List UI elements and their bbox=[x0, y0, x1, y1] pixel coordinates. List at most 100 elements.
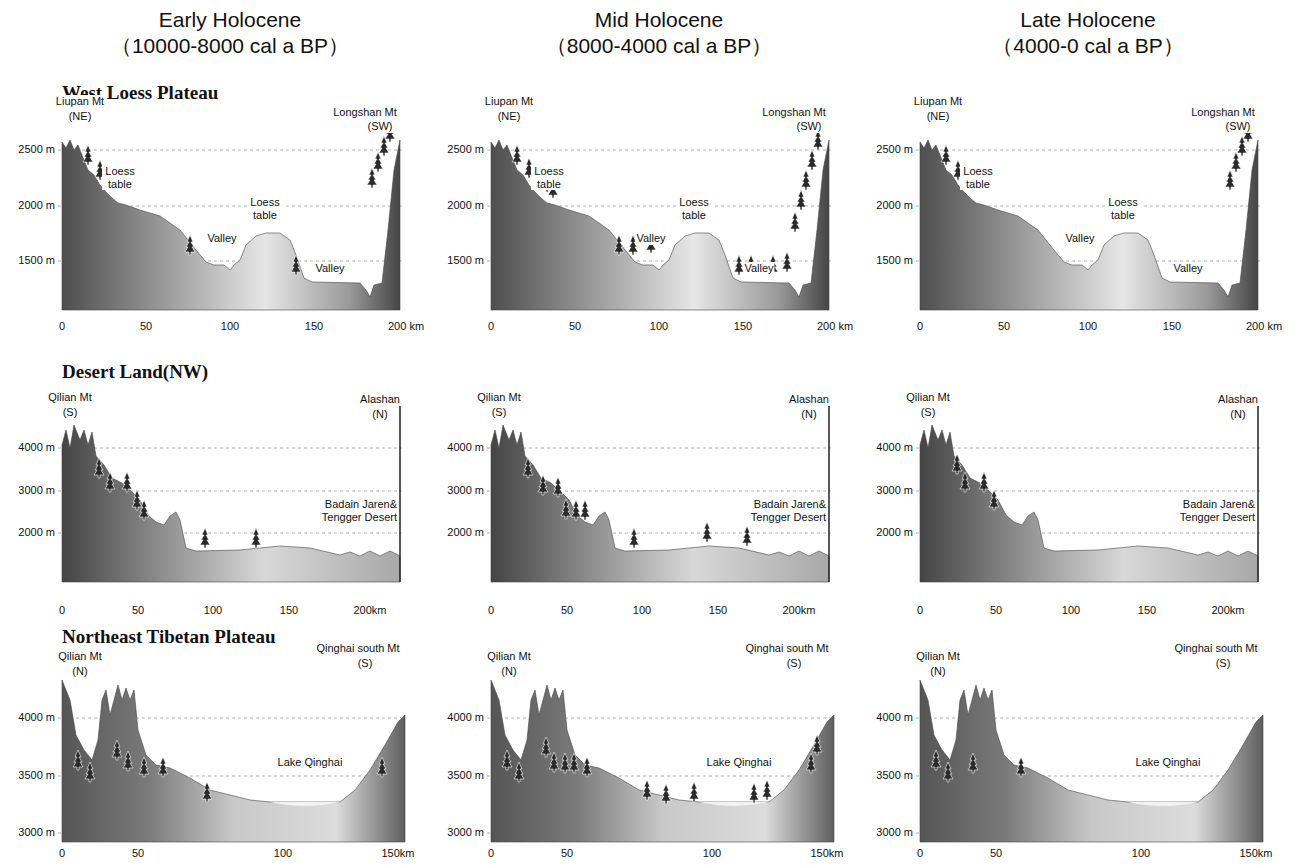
place-label: (N) bbox=[500, 665, 517, 678]
tree-symbol bbox=[807, 150, 817, 170]
place-label: Badain Jaren& Tengger Desert bbox=[739, 498, 827, 523]
column-heading: （8000-4000 cal a BP） bbox=[546, 34, 772, 58]
tree-symbol bbox=[83, 145, 93, 165]
tree-symbol bbox=[560, 753, 570, 773]
place-label: Longshan Mt bbox=[332, 106, 398, 119]
edge-line bbox=[828, 400, 830, 582]
axis-label: 50 bbox=[569, 320, 581, 333]
place-label: (SW) bbox=[795, 120, 822, 133]
axis-label: 4000 m bbox=[447, 711, 484, 724]
tree-symbol bbox=[806, 753, 816, 773]
cross-section bbox=[58, 400, 402, 582]
tree-symbol bbox=[553, 477, 563, 497]
place-label: Loess table bbox=[102, 165, 138, 190]
place-label: Valley bbox=[206, 232, 237, 245]
tree-symbol bbox=[952, 454, 962, 474]
place-label: Alashan bbox=[788, 393, 830, 406]
place-label: Liupan Mt bbox=[484, 95, 534, 108]
tree-symbol bbox=[123, 751, 133, 771]
place-label: Loess table bbox=[247, 196, 283, 221]
axis-label: 0 bbox=[488, 320, 494, 333]
axis-label: 2500 m bbox=[18, 143, 55, 156]
tree-symbol bbox=[185, 235, 195, 255]
tree-symbol bbox=[629, 528, 639, 548]
place-label: Valley bbox=[1172, 262, 1203, 275]
place-label: (N) bbox=[929, 665, 946, 678]
elevation-gridline bbox=[487, 150, 831, 151]
tree-symbol bbox=[112, 740, 122, 760]
tree-symbol bbox=[569, 753, 579, 773]
axis-label: 150km bbox=[810, 847, 843, 860]
place-label: Qilian Mt bbox=[476, 391, 521, 404]
axis-label: 200 km bbox=[817, 320, 853, 333]
cross-section bbox=[58, 122, 402, 310]
place-label: Valley bbox=[314, 262, 345, 275]
tree-symbol bbox=[812, 735, 822, 755]
edge-line bbox=[399, 400, 401, 582]
tree-symbol bbox=[614, 235, 624, 255]
axis-label: 150 bbox=[709, 604, 727, 617]
place-label: (S) bbox=[920, 406, 937, 419]
tree-symbol bbox=[367, 168, 377, 188]
axis-label: 0 bbox=[59, 604, 65, 617]
tree-symbol bbox=[801, 170, 811, 190]
tree-symbol bbox=[512, 145, 522, 165]
tree-symbol bbox=[989, 490, 999, 510]
tree-symbol bbox=[790, 212, 800, 232]
axis-label: 3500 m bbox=[447, 769, 484, 782]
axis-label: 3000 m bbox=[18, 826, 55, 839]
axis-label: 50 bbox=[990, 847, 1002, 860]
place-label: Liupan Mt bbox=[913, 95, 963, 108]
edge-line bbox=[1257, 400, 1259, 582]
axis-label: 1500 m bbox=[447, 254, 484, 267]
terrain-profile bbox=[62, 680, 405, 842]
tree-symbol bbox=[94, 458, 104, 478]
column-heading: Late Holocene bbox=[1020, 8, 1155, 32]
place-label: Longshan Mt bbox=[761, 106, 827, 119]
place-label: Badain Jaren& Tengger Desert bbox=[1168, 498, 1256, 523]
place-label: Liupan Mt bbox=[55, 95, 105, 108]
tree-symbol bbox=[502, 750, 512, 770]
tree-symbol bbox=[796, 190, 806, 210]
tree-symbol bbox=[202, 782, 212, 802]
tree-symbol bbox=[1016, 757, 1026, 777]
tree-symbol bbox=[132, 490, 142, 510]
lake-water bbox=[1128, 802, 1198, 806]
tree-symbol bbox=[960, 472, 970, 492]
tree-symbol bbox=[377, 757, 387, 777]
axis-label: 50 bbox=[132, 604, 144, 617]
lake-water bbox=[270, 802, 340, 806]
tree-symbol bbox=[73, 750, 83, 770]
tree-symbol bbox=[200, 528, 210, 548]
axis-label: 3000 m bbox=[447, 826, 484, 839]
axis-label: 1500 m bbox=[18, 254, 55, 267]
axis-label: 200 km bbox=[388, 320, 424, 333]
column-heading: Early Holocene bbox=[159, 8, 301, 32]
tree-symbol bbox=[538, 475, 548, 495]
tree-symbol bbox=[514, 762, 524, 782]
tree-symbol bbox=[941, 145, 951, 165]
axis-label: 0 bbox=[488, 604, 494, 617]
axis-label: 0 bbox=[917, 604, 923, 617]
axis-label: 50 bbox=[561, 604, 573, 617]
cross-section bbox=[487, 130, 831, 310]
axis-label: 3500 m bbox=[876, 769, 913, 782]
axis-label: 3000 m bbox=[447, 484, 484, 497]
cross-section bbox=[58, 680, 405, 842]
axis-label: 150km bbox=[381, 847, 414, 860]
terrain-profile bbox=[62, 425, 400, 582]
axis-label: 2000 m bbox=[447, 199, 484, 212]
cross-section bbox=[487, 680, 834, 842]
tree-symbol bbox=[702, 522, 712, 542]
axis-label: 150km bbox=[1239, 847, 1272, 860]
place-label: (S) bbox=[62, 406, 79, 419]
axis-label: 2000 m bbox=[876, 199, 913, 212]
axis-label: 100 bbox=[274, 847, 292, 860]
axis-label: 0 bbox=[917, 320, 923, 333]
tree-symbol bbox=[943, 762, 953, 782]
tree-symbol bbox=[571, 500, 581, 520]
place-label: (SW) bbox=[1224, 120, 1251, 133]
tree-symbol bbox=[689, 782, 699, 802]
tree-symbol bbox=[749, 783, 759, 803]
